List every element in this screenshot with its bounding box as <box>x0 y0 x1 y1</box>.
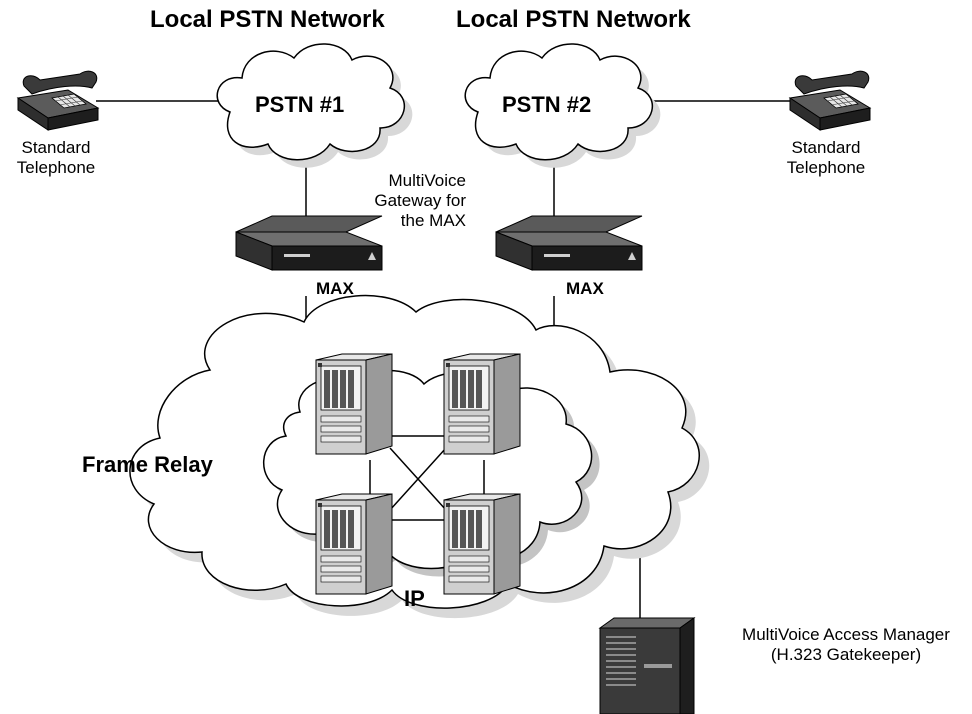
ip-switch-bottom-left <box>315 493 393 595</box>
ip-switch-top-left <box>315 353 393 455</box>
ip-switch-bottom-right <box>443 493 521 595</box>
access-manager-server-icon <box>598 617 696 714</box>
gateway-label-line1: MultiVoice <box>389 171 466 190</box>
telephone-right-label-line1: Standard <box>792 138 861 157</box>
telephone-right-label-line2: Telephone <box>787 158 865 177</box>
frame-relay-label: Frame Relay <box>82 452 214 477</box>
header-left: Local PSTN Network <box>150 6 385 33</box>
header-right: Local PSTN Network <box>456 6 691 33</box>
access-manager-label-line2: (H.323 Gatekeeper) <box>771 645 921 664</box>
max-label-right: MAX <box>566 279 604 298</box>
pstn2-label: PSTN #2 <box>502 92 591 117</box>
max-gateway-left <box>235 215 383 271</box>
ip-label: IP <box>404 586 425 611</box>
pstn1-label: PSTN #1 <box>255 92 344 117</box>
telephone-left-label-line1: Standard <box>22 138 91 157</box>
telephone-right-icon <box>789 70 871 131</box>
gateway-label-line3: the MAX <box>401 211 466 230</box>
telephone-left-label-line2: Telephone <box>17 158 95 177</box>
access-manager-label-line1: MultiVoice Access Manager <box>742 625 950 644</box>
max-label-left: MAX <box>316 279 354 298</box>
ip-mesh-links <box>369 435 485 521</box>
ip-switch-top-right <box>443 353 521 455</box>
gateway-label-line2: Gateway for <box>374 191 466 210</box>
telephone-left-icon <box>17 70 99 131</box>
max-gateway-right <box>495 215 643 271</box>
